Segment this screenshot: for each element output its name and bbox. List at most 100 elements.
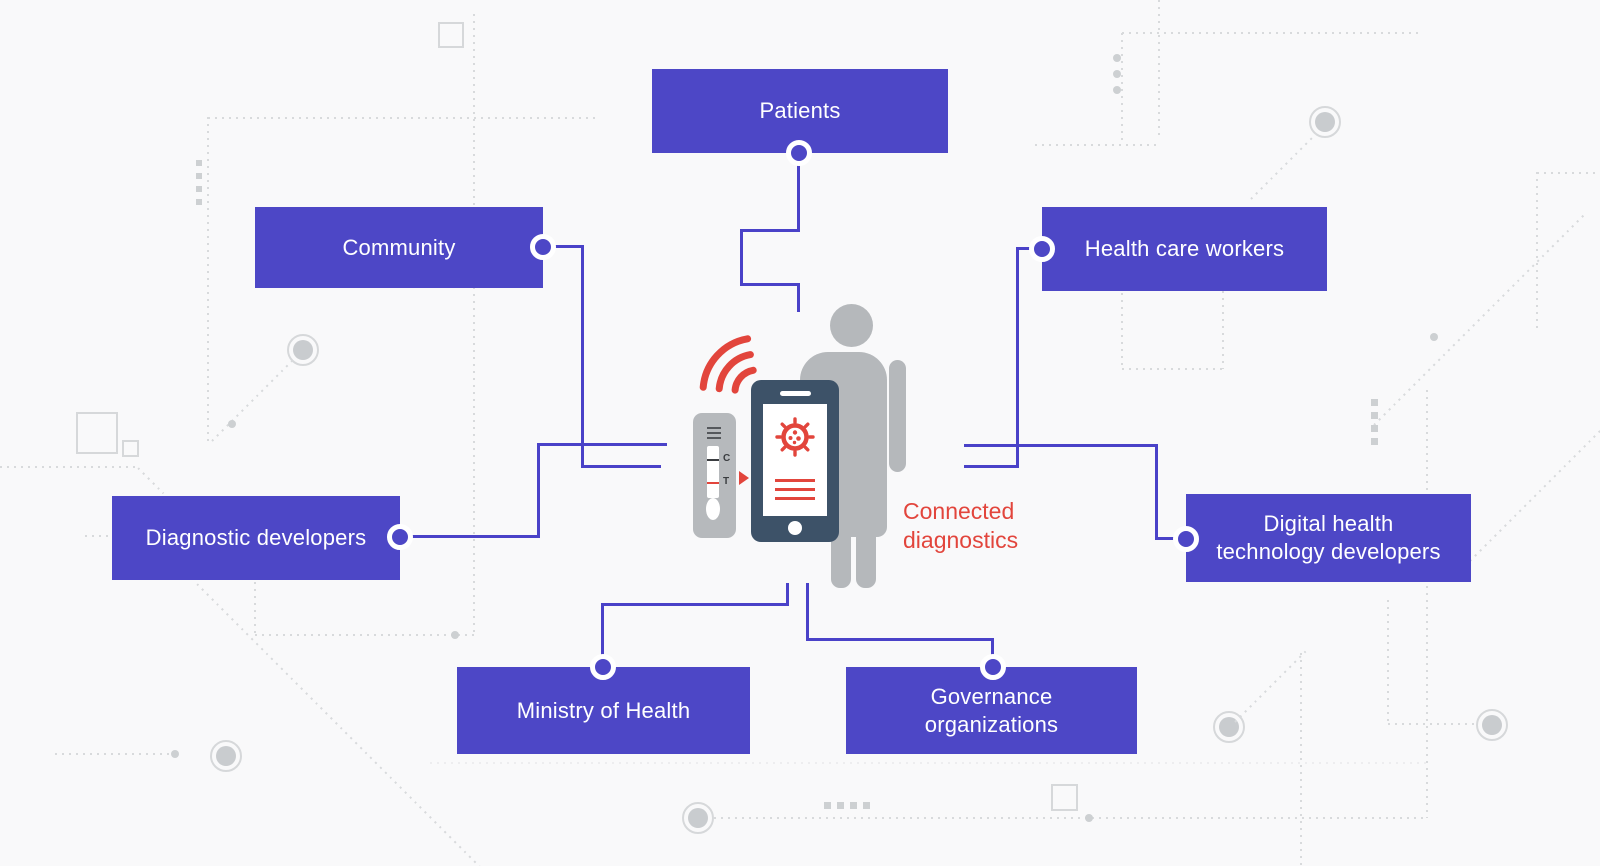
pattern-dot (1113, 86, 1121, 94)
connector-line (1155, 537, 1186, 540)
test-line-label: T (723, 476, 730, 487)
pattern-dotted-line (137, 467, 165, 495)
screen-text-line (775, 488, 815, 491)
stakeholder-box-ministry-of-health: Ministry of Health (457, 667, 750, 754)
box-label: Community (342, 234, 456, 260)
pattern-dotted-line (714, 817, 1427, 819)
connector-line (806, 638, 994, 641)
pattern-dotted-line (473, 14, 475, 634)
connector-line (964, 444, 1158, 447)
connector-node (1173, 526, 1199, 552)
connector-line (740, 229, 743, 286)
control-line (707, 459, 719, 461)
pattern-dotted-line (430, 762, 1430, 764)
virus-icon (775, 417, 815, 457)
connector-line (740, 229, 800, 232)
box-label: Ministry of Health (516, 697, 691, 723)
figure-caption-line: diagnostics (903, 527, 1019, 553)
pattern-square (196, 160, 202, 166)
connector-line (537, 445, 540, 538)
person-arm (889, 360, 906, 472)
pattern-square (850, 802, 857, 809)
pattern-dotted-line (1373, 212, 1587, 426)
pattern-dotted-line (1234, 650, 1307, 723)
pattern-circle (210, 740, 242, 772)
stakeholder-box-health-care-workers: Health care workers (1042, 207, 1327, 291)
pattern-dot (1430, 333, 1438, 341)
box-label: Diagnostic developers (145, 525, 367, 550)
connector-line (806, 583, 809, 641)
pattern-dotted-line (1121, 33, 1123, 145)
pattern-dotted-line (0, 466, 138, 468)
test-cassette-ridges (707, 437, 721, 439)
box-label: Health care workers (1084, 236, 1285, 261)
pattern-dotted-line (1158, 0, 1160, 138)
connector-line (601, 603, 789, 606)
pattern-circle (682, 802, 714, 834)
connector-line (581, 465, 661, 468)
pattern-square (196, 186, 202, 192)
pattern-dotted-line (1222, 291, 1224, 369)
connector-node (590, 654, 616, 680)
phone-speaker (780, 391, 811, 396)
pattern-circle (287, 334, 319, 366)
pattern-dotted-line (85, 535, 113, 537)
connector-line (601, 603, 604, 667)
connector-line (400, 535, 540, 538)
person-leg (856, 500, 876, 588)
pattern-dotted-line (1537, 172, 1600, 174)
connector-line (964, 465, 1019, 468)
connector-line (797, 283, 800, 312)
stakeholder-box-community: Community (255, 207, 543, 288)
stakeholder-box-diagnostic-developers: Diagnostic developers (112, 496, 400, 580)
figure-caption-line: Connected (903, 498, 1015, 524)
test-result-window (707, 446, 719, 498)
stakeholder-box-governance-organizations: Governance organizations (846, 667, 1137, 754)
connector-node (387, 524, 413, 550)
pattern-dotted-line (1426, 390, 1428, 818)
person-head (830, 304, 873, 347)
pattern-square-outline (76, 412, 118, 454)
stakeholder-box-digital-health-developers: Digital health technology developers (1186, 494, 1471, 582)
pattern-square-outline (122, 440, 139, 457)
pattern-square (1371, 438, 1378, 445)
pattern-dot (451, 631, 459, 639)
pattern-square (1371, 412, 1378, 419)
pattern-dotted-line (1300, 653, 1302, 866)
phone-home-button (788, 521, 802, 535)
control-line-label: C (723, 453, 731, 464)
connector-line (786, 583, 789, 606)
pattern-dotted-line (1388, 723, 1478, 725)
pattern-circle (1213, 711, 1245, 743)
screen-text-line (775, 479, 815, 482)
box-label: Governance organizations (924, 683, 1059, 737)
connector-line (740, 283, 800, 286)
stakeholder-box-patients: Patients (652, 69, 948, 153)
pattern-square-outline (438, 22, 464, 48)
pattern-dotted-line (254, 582, 256, 636)
pattern-dot (228, 420, 236, 428)
connector-line (581, 245, 584, 468)
box-label: Digital health technology developers (1216, 511, 1441, 564)
pattern-dot (1113, 54, 1121, 62)
pattern-dot (171, 750, 179, 758)
pattern-dotted-line (55, 753, 175, 755)
pattern-dot (1085, 814, 1093, 822)
connector-line (537, 443, 667, 446)
pattern-dotted-line (1250, 133, 1317, 200)
arrow-right-icon (739, 471, 749, 485)
pattern-dotted-line (208, 117, 600, 119)
test-cassette-ridges (707, 427, 721, 429)
pattern-dotted-line (1122, 368, 1223, 370)
pattern-square (863, 802, 870, 809)
connector-line (797, 153, 800, 231)
pattern-dotted-line (1469, 418, 1600, 562)
pattern-dot (1113, 70, 1121, 78)
pattern-square (824, 802, 831, 809)
pattern-square (1371, 425, 1378, 432)
test-cassette-ridges (707, 432, 721, 434)
pattern-square-outline (1051, 784, 1078, 811)
screen-text-line (775, 497, 815, 500)
pattern-square (196, 173, 202, 179)
